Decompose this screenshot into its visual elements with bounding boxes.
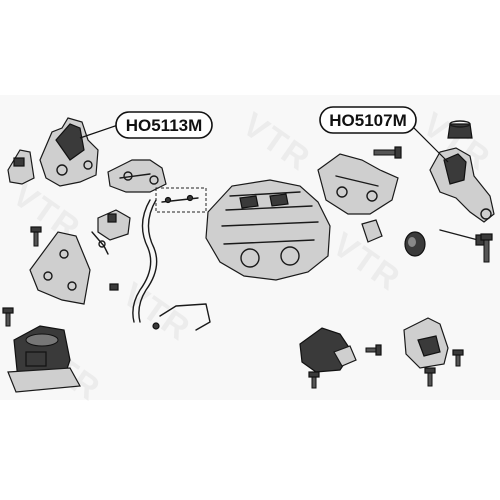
bolt-bottom-left[interactable] (2, 307, 14, 327)
callout-leader-right (409, 123, 449, 163)
bolt-lower-right[interactable] (424, 367, 436, 387)
lower-mount[interactable] (299, 327, 357, 373)
front-engine-mount[interactable] (39, 117, 99, 187)
callout-badge-right[interactable]: HO5107M (319, 106, 417, 134)
vacuum-hose[interactable] (132, 199, 158, 323)
rubber-bushing[interactable] (404, 231, 426, 257)
callout-label-right: HO5107M (329, 111, 406, 130)
hydraulic-mount[interactable] (7, 325, 81, 393)
bolt-left[interactable] (30, 226, 42, 247)
bolt-upper-right[interactable] (373, 146, 402, 159)
mount-plate[interactable] (29, 231, 91, 305)
lower-right-bracket[interactable] (403, 317, 449, 369)
torque-bracket[interactable] (317, 153, 399, 215)
valve-assembly[interactable] (91, 209, 131, 255)
hose-clip[interactable] (109, 283, 119, 291)
mount-cap[interactable] (447, 120, 473, 139)
callout-label-left: HO5113M (126, 116, 203, 135)
bolt-vertical-right[interactable] (480, 233, 493, 263)
callout-badge-left[interactable]: HO5113M (115, 111, 213, 139)
small-bracket[interactable] (7, 149, 35, 185)
rear-engine-mount[interactable] (429, 147, 495, 223)
engine-block[interactable] (205, 179, 331, 281)
bolt-far-right[interactable] (452, 349, 464, 367)
hose-connector[interactable] (152, 303, 211, 331)
bolt-bottom-center[interactable] (308, 371, 320, 389)
small-clamp[interactable] (361, 219, 383, 243)
side-bracket[interactable] (107, 159, 167, 193)
bolt-lower-mid[interactable] (365, 344, 382, 356)
callout-leader-left (79, 124, 119, 139)
